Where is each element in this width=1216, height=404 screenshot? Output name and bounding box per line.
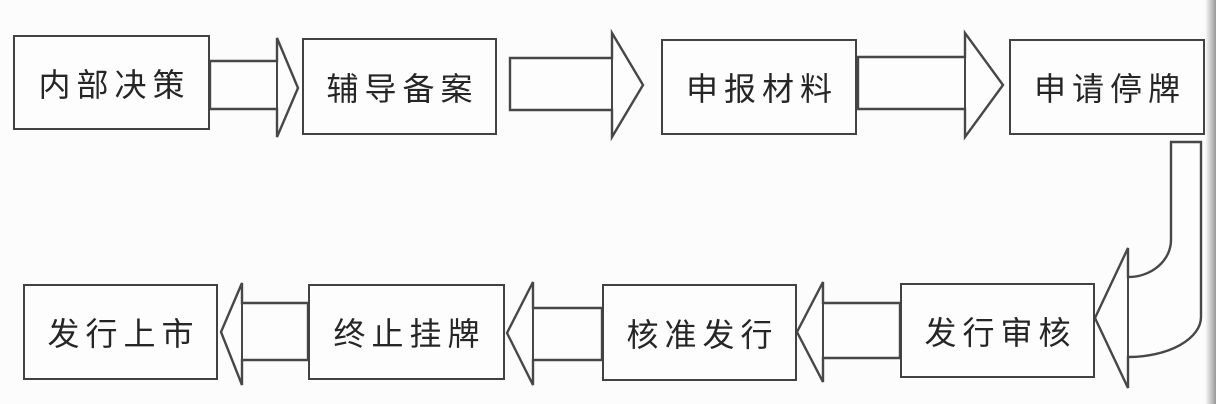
flow-node-application-materials: 申报材料 — [661, 39, 857, 135]
flow-node-label: 核准发行 — [626, 315, 779, 354]
flow-node-label: 申请停牌 — [1033, 70, 1186, 108]
arrow-left-icon — [795, 281, 902, 383]
flow-node-apply-trading-halt: 申请停牌 — [1009, 39, 1205, 135]
arrow-right-icon — [856, 29, 1005, 141]
arrow-curved-down-left-icon — [1093, 140, 1203, 389]
flow-node-label: 内部决策 — [38, 65, 191, 104]
flow-node-label: 辅导备案 — [326, 69, 479, 108]
flow-node-counseling-filing: 辅导备案 — [302, 38, 497, 135]
arrow-left-icon — [219, 282, 310, 386]
flow-node-label: 发行上市 — [47, 315, 200, 353]
flow-node-terminate-listing: 终止挂牌 — [308, 284, 505, 380]
flow-node-label: 申报材料 — [685, 70, 838, 108]
arrow-right-icon — [508, 28, 645, 142]
flow-node-issuance-review: 发行审核 — [900, 283, 1095, 378]
arrow-right-icon — [208, 37, 300, 138]
flow-node-label: 发行审核 — [924, 313, 1077, 352]
flow-node-approved-issuance: 核准发行 — [602, 284, 797, 381]
flow-node-label: 终止挂牌 — [333, 315, 486, 353]
flow-node-internal-decision: 内部决策 — [13, 35, 210, 130]
arrow-left-icon — [505, 281, 604, 386]
flow-node-issue-and-list: 发行上市 — [23, 284, 218, 380]
